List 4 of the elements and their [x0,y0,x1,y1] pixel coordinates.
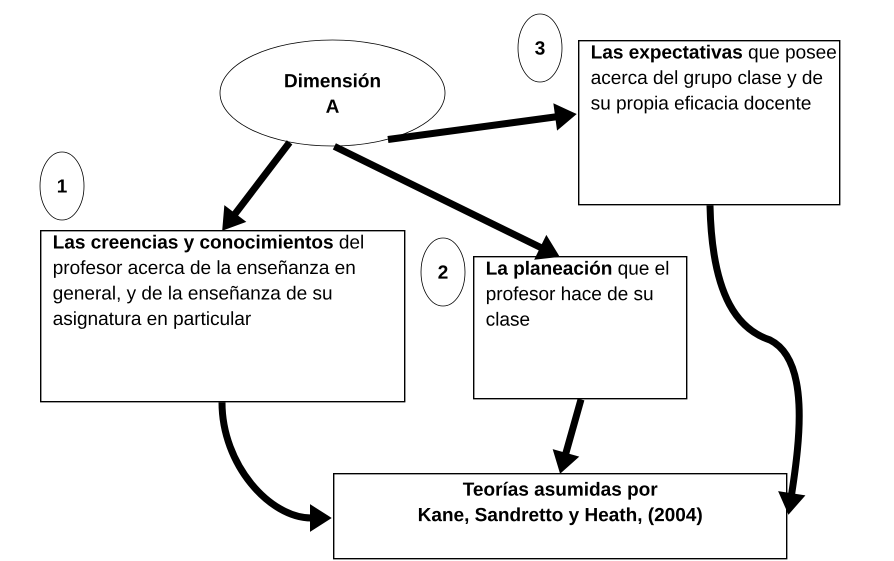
text-box: Las creencias y conocimientos del profesor acerca de la enseñanza en general, y de la enseñanza de su asignatura en particular [40,230,406,402]
text-box: Las expectativas que posee acerca del grupo clase y de su propia eficacia docente [578,40,840,206]
text-box: La planeación que el profesor hace de su clase [473,256,688,400]
result-box: Teorías asumidas por Kane, Sandretto y Heath, (2004) [333,473,788,560]
